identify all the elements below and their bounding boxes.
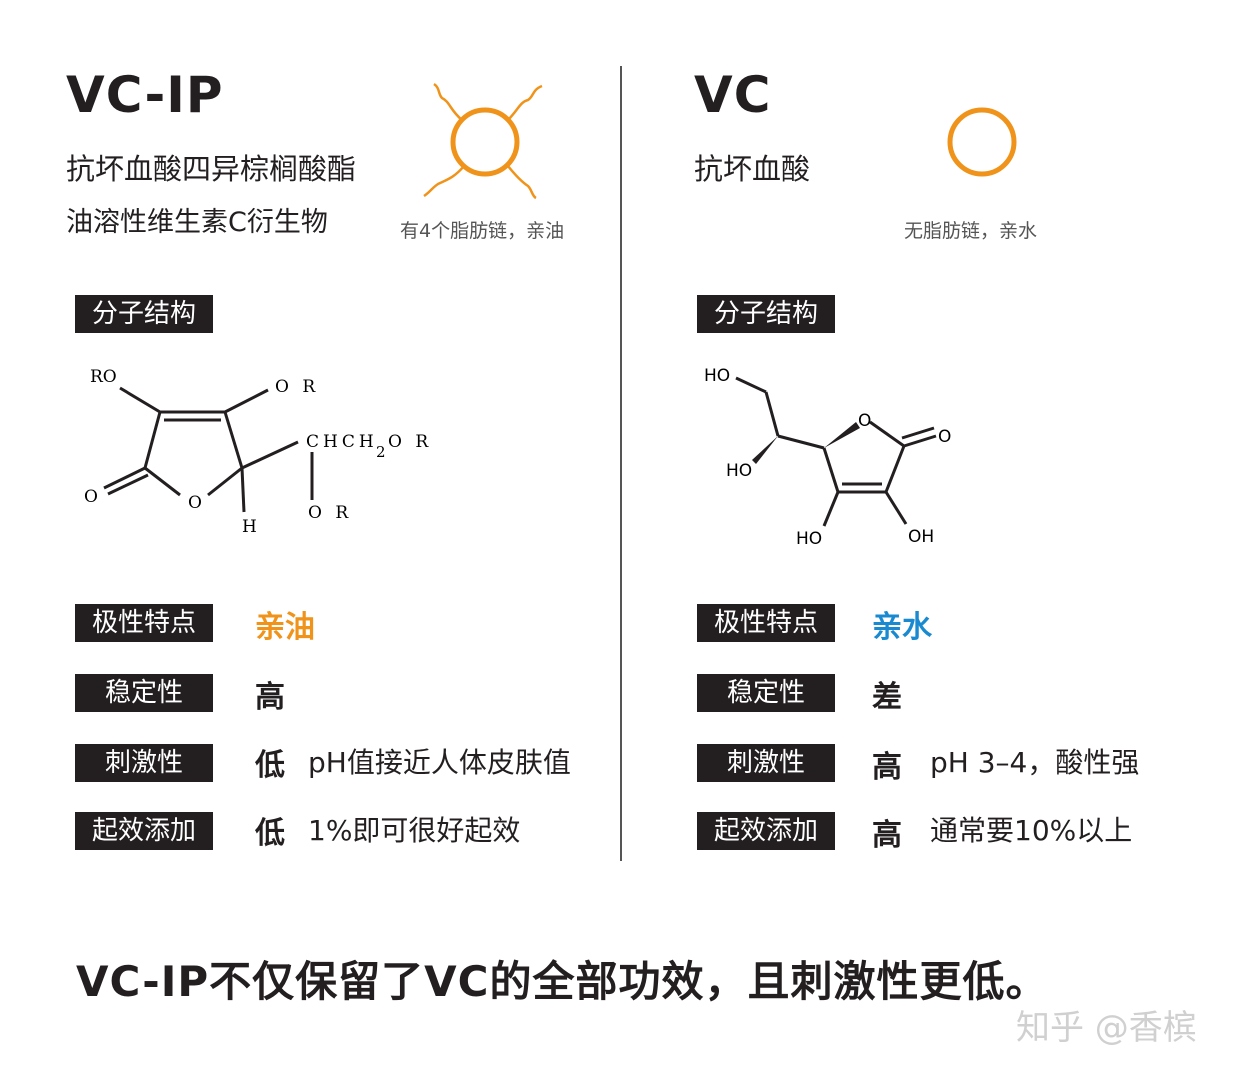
vc-molecular-structure: HO HO O O HO OH (704, 366, 951, 549)
vc-irritation-note: pH 3–4，酸性强 (930, 746, 1140, 779)
atom-ho-bottom: HO (796, 529, 822, 549)
vc-stability-label: 稳定性 (697, 674, 835, 712)
vc-irritation-value: 高 (872, 750, 902, 785)
vc-subtitle: 抗坏血酸 (694, 152, 811, 186)
vcip-title: VC-IP (66, 66, 224, 124)
vcip-dosage-value: 低 (255, 816, 285, 851)
atom-o-ring: O (188, 493, 202, 513)
vc-polarity-value: 亲水 (872, 610, 932, 645)
vcip-molecular-structure: RO O R CHCH 2 O R O O H O R (84, 367, 432, 537)
vc-polarity-label: 极性特点 (697, 604, 835, 642)
vcip-irritation-value: 低 (255, 748, 285, 783)
conclusion-text: VC-IP不仅保留了VC的全部功效，且刺激性更低。 (76, 957, 1049, 1006)
atom-ro: RO (90, 367, 117, 387)
vcip-polarity-value: 亲油 (255, 610, 315, 645)
vc-dosage-value: 高 (872, 818, 902, 853)
vc-irritation-label: 刺激性 (697, 744, 835, 782)
zhihu-watermark: 知乎 @香槟 (1016, 1008, 1197, 1048)
atom-h: H (242, 517, 257, 537)
atom-or-bottom: O R (308, 503, 352, 523)
vcip-stability-value: 高 (255, 680, 285, 715)
vcip-irritation-label: 刺激性 (75, 744, 213, 782)
lipophilic-sun-icon (423, 82, 543, 200)
vcip-subtitle: 抗坏血酸四异棕榈酸酯 (66, 152, 357, 186)
atom-o-ring-vc: O (858, 411, 871, 431)
atom-ho-top: HO (704, 366, 730, 386)
vc-icon-caption: 无脂肪链，亲水 (904, 220, 1038, 242)
hydrophilic-circle-icon (947, 107, 1017, 177)
atom-chain-end: O R (388, 432, 432, 452)
atom-ho-left: HO (726, 461, 752, 481)
vc-title: VC (694, 66, 772, 124)
vcip-irritation-note: pH值接近人体皮肤值 (308, 746, 571, 779)
vcip-dosage-label: 起效添加 (75, 812, 213, 850)
vcip-structure-label: 分子结构 (75, 295, 213, 333)
atom-o-carbonyl-vc: O (938, 427, 951, 447)
vc-structure-label: 分子结构 (697, 295, 835, 333)
atom-chain-sub: 2 (376, 443, 386, 461)
vcip-polarity-label: 极性特点 (75, 604, 213, 642)
atom-o-carbonyl: O (84, 487, 98, 507)
vcip-description: 油溶性维生素C衍生物 (66, 207, 328, 238)
vc-dosage-note: 通常要10%以上 (930, 814, 1133, 847)
vcip-dosage-note: 1%即可很好起效 (308, 814, 521, 847)
atom-oh-bottom: OH (908, 527, 934, 547)
vcip-icon-caption: 有4个脂肪链，亲油 (400, 220, 565, 242)
column-divider (620, 66, 622, 861)
vc-dosage-label: 起效添加 (697, 812, 835, 850)
atom-chain: CHCH (306, 432, 378, 452)
vc-stability-value: 差 (872, 680, 902, 715)
atom-or-top: O R (275, 377, 319, 397)
vcip-stability-label: 稳定性 (75, 674, 213, 712)
